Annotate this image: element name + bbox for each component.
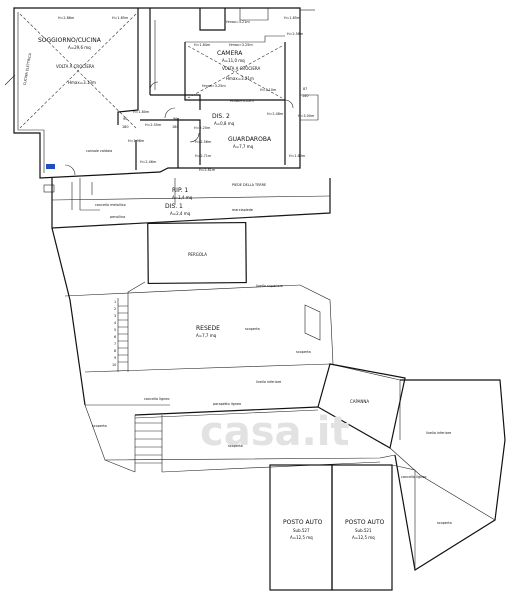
stair-step-numbers: 1 2 3 4 5 6 7 8 9 10 [112, 300, 116, 367]
room-dis1-name: DIS. 1 [165, 203, 183, 210]
room-dis1-area: A=2,4 mq [170, 211, 191, 216]
dim-n180a: 180 [122, 125, 128, 129]
room-resede-name: RESEDE [196, 325, 220, 332]
room-rip1-area: A=1,4 mq [172, 195, 193, 200]
label-marciapiede: marciapiede [232, 208, 253, 212]
room-camera-vault: VOLTA A CROCIERA [222, 66, 260, 71]
dim-3: Hmax=3.21m [226, 20, 250, 24]
room-posto-auto-1-name: POSTO AUTO [283, 519, 323, 526]
label-scoperta-3: scoperta [228, 444, 243, 448]
label-terre: PIEDE DELLA TERRE [232, 183, 266, 187]
dim-10: H=3.10m [260, 88, 277, 92]
room-guardaroba-name: GUARDAROBA [228, 136, 272, 143]
label-cucina-elettrica: CUCINA ELETTRICA [23, 52, 33, 85]
room-dis2-name: DIS. 2 [212, 113, 230, 120]
room-soggiorno-height: Hmax=3.13m [68, 80, 96, 85]
dim-14: H=1.80m [133, 110, 150, 114]
dim-11: H=2.48m [267, 112, 284, 116]
staircase-lower [134, 415, 163, 472]
room-camera-name: CAMERA [217, 50, 243, 57]
label-cancello-3: cancello ligneo [401, 475, 426, 479]
label-scoperta-2: scoperta [92, 424, 107, 428]
room-camera-height: Hmax=3.21m [226, 76, 254, 81]
label-parapetto: parapetto ligneo [213, 402, 241, 406]
dim-5: H=1.84m [194, 43, 211, 47]
utility-box [43, 184, 55, 193]
room-posto-auto-2-area: A=12,5 mq [352, 535, 375, 540]
label-cancello-1: cancello metallico [95, 203, 126, 207]
dim-18: H=2.71m [195, 154, 212, 158]
stair-num-2: 2 [114, 307, 116, 311]
dim-8: Hmax=3.25m [202, 84, 226, 88]
outdoor-lines [51, 178, 506, 591]
staircase-upper [117, 281, 146, 372]
label-livello-inferiore-2: livello inferiore [426, 431, 451, 435]
label-scoperta-1: scoperta [245, 327, 260, 331]
dim-13: H=2.55m [145, 123, 162, 127]
building-walls [4, 7, 319, 211]
dim-2: H=1.85m [112, 16, 129, 20]
room-soggiorno-name: SOGGIORNO/CUCINA [38, 37, 102, 44]
room-posto-auto-2-sub: Sub.521 [355, 528, 372, 533]
dim-21: H=2.46m [140, 160, 157, 164]
stair-num-5: 5 [114, 328, 116, 332]
stair-num-3: 3 [114, 314, 116, 318]
dim-15: H=1.98m [128, 139, 145, 143]
stair-num-8: 8 [114, 349, 116, 353]
label-cancello-2: cancello ligneo [144, 397, 169, 401]
stair-num-10: 10 [112, 363, 116, 367]
dim-n90a: 90 [123, 117, 127, 121]
dim-n180b: 180 [172, 125, 178, 129]
label-pensilina: pensilina [110, 215, 125, 219]
label-pergola: PERGOLA [188, 252, 207, 257]
label-scoperta-5: scoperta [296, 350, 311, 354]
room-posto-auto-2-name: POSTO AUTO [345, 519, 385, 526]
label-livello-inferiore-1: livello inferiore [256, 380, 281, 384]
dim-7: H=2.56m [287, 32, 304, 36]
stair-num-6: 6 [114, 335, 116, 339]
dim-20: H=1.80m [289, 154, 306, 158]
label-scoperta-4: scoperta [437, 521, 452, 525]
stair-num-1: 1 [114, 300, 116, 304]
stair-num-9: 9 [114, 356, 116, 360]
room-posto-auto-1-sub: Sub.527 [293, 528, 310, 533]
dim-4: H=1.85m [284, 16, 301, 20]
dim-16: H=2.20m [194, 126, 211, 130]
room-posto-auto-1-area: A=12,5 mq [290, 535, 313, 540]
stair-num-4: 4 [114, 321, 116, 325]
dim-6: Hmax=3.25m [229, 43, 253, 47]
label-capanna: CAPANNA [350, 399, 369, 404]
room-soggiorno-area: A=29,6 mq [68, 45, 91, 50]
dimension-labels: H=2.86m H=1.85m Hmax=3.21m H=1.85m H=1.8… [58, 16, 315, 172]
dim-12: H=3.00m [298, 114, 315, 118]
room-camera-area: A=11,0 mq [222, 58, 245, 63]
dim-17: H=2.56m [195, 140, 212, 144]
dim-1: H=2.86m [58, 16, 75, 20]
dim-19: H=2.81m [199, 168, 216, 172]
label-livello-superiore: livello superiore [256, 284, 283, 288]
room-soggiorno-vault: VOLTA A CROCIERA [56, 64, 94, 69]
dim-n90b: 90 [173, 117, 177, 121]
dim-9: Hmax=3.22m [230, 99, 254, 103]
watermark-text: casa.it [200, 409, 350, 455]
room-resede-area: A=7,7 mq [196, 333, 217, 338]
room-dis2-area: A=0,8 mq [214, 121, 235, 126]
room-rip1-name: RIP. 1 [172, 187, 188, 194]
label-console: console caldaia [86, 149, 112, 153]
dim-n87: 87 [303, 87, 307, 91]
room-guardaroba-area: A=7,7 mq [233, 144, 254, 149]
meter-marker [46, 164, 55, 169]
stair-num-7: 7 [114, 342, 116, 346]
dim-n140: 140 [302, 94, 308, 98]
